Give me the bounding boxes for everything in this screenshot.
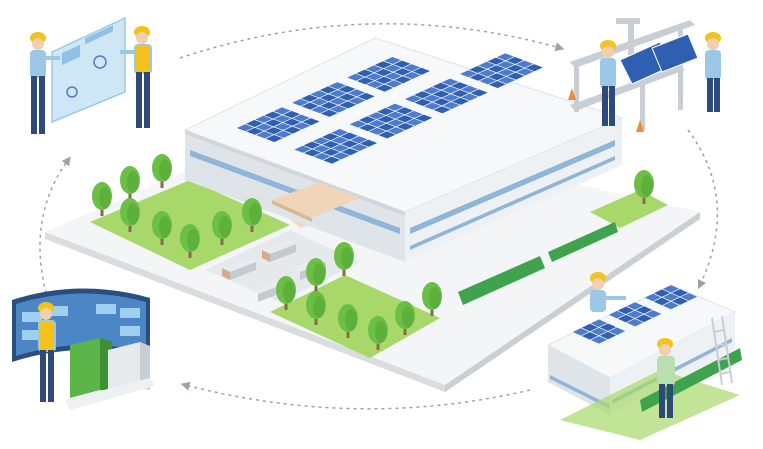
tree-shade xyxy=(429,287,441,309)
solar-panel-icon xyxy=(619,33,699,85)
solar-panel-cell xyxy=(524,63,545,72)
solar-panel-cell xyxy=(300,117,322,126)
crane-frame xyxy=(570,18,695,130)
tree-crown xyxy=(422,282,442,310)
tree-crown xyxy=(306,291,326,319)
tree-shade xyxy=(345,309,357,331)
tree-crown xyxy=(180,224,200,252)
tree-crown xyxy=(212,211,232,239)
roof-solar-panels xyxy=(235,52,545,165)
traffic-cone-icon xyxy=(568,88,644,132)
tree-shade xyxy=(249,203,261,225)
tree-crown xyxy=(306,258,326,286)
tree-shade xyxy=(283,281,295,303)
tree-crown xyxy=(276,276,296,304)
worker-icon xyxy=(38,302,56,402)
solar-panel-cell xyxy=(607,326,627,336)
tree-shade xyxy=(159,216,171,238)
inverter-cabinet-icon xyxy=(65,338,155,410)
tree-shade xyxy=(402,306,414,328)
tree-crown xyxy=(334,242,354,270)
tree-crown xyxy=(634,170,654,198)
tree-crown xyxy=(92,182,112,210)
tree-shade xyxy=(127,203,139,225)
arrow-bottom xyxy=(180,381,531,410)
tree-shade xyxy=(375,321,387,343)
worker-icon xyxy=(120,26,152,128)
vignette-monitoring xyxy=(12,288,155,410)
solar-panel-cell xyxy=(679,292,699,302)
vignette-planning xyxy=(30,16,152,134)
solar-panel-cell xyxy=(413,113,434,123)
tree-crown xyxy=(152,154,172,182)
solar-panel-cell xyxy=(356,92,377,101)
solar-panel-cell xyxy=(468,88,490,98)
arrow-right xyxy=(687,129,719,290)
worker-icon xyxy=(657,338,675,418)
tree-shade xyxy=(313,296,325,318)
vignette-installation xyxy=(568,18,721,132)
solar-panel-cell xyxy=(411,67,432,76)
tree-shade xyxy=(641,175,653,197)
tree-crown xyxy=(152,211,172,239)
vignette-maintenance xyxy=(546,272,742,440)
tree-shade xyxy=(99,187,111,209)
worker-icon xyxy=(705,32,721,112)
holographic-screen-icon xyxy=(51,16,126,124)
solar-panel-cell xyxy=(643,309,663,319)
tree-crown xyxy=(120,198,140,226)
tree-shade xyxy=(159,159,171,181)
tree-shade xyxy=(341,247,353,269)
tree-crown xyxy=(338,304,358,332)
trees xyxy=(92,154,654,350)
worker-icon xyxy=(590,272,626,312)
tree-crown xyxy=(120,166,140,194)
solar-panel-icon xyxy=(571,284,699,345)
tree-shade xyxy=(313,263,325,285)
tree-shade xyxy=(219,216,231,238)
tree-crown xyxy=(395,301,415,329)
entrance-canopy xyxy=(272,182,360,222)
tree-shade xyxy=(187,229,199,251)
solar-panel-cell xyxy=(358,139,379,148)
hedges xyxy=(458,222,618,305)
worker-icon xyxy=(30,32,60,134)
cycle-arrows xyxy=(39,23,719,410)
ladder-icon xyxy=(711,315,733,386)
tree-crown xyxy=(242,198,262,226)
tree-shade xyxy=(127,171,139,193)
tree-crown xyxy=(368,316,388,344)
worker-icon xyxy=(600,40,616,126)
